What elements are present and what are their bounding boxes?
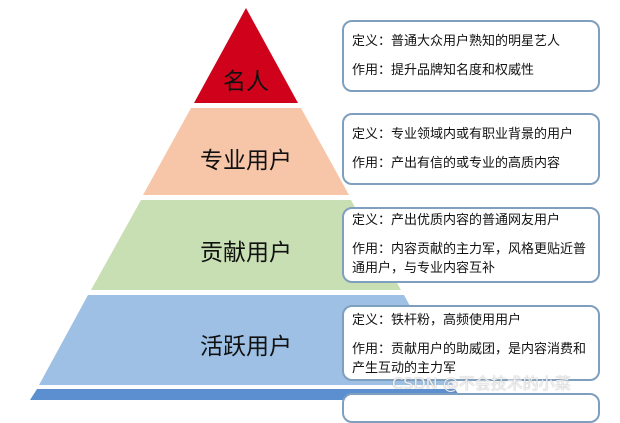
level-label-professional: 专业用户 (200, 148, 292, 174)
description-box-professional: 定义：专业领域内或有职业背景的用户 作用：产出有信的或专业的高质内容 (342, 113, 600, 185)
description-box-celebrity: 定义：普通大众用户熟知的明星艺人 作用：提升品牌知名度和权威性 (342, 20, 600, 92)
role-text: 作用：产出有信的或专业的高质内容 (352, 156, 561, 171)
role-text: 作用：贡献用户的助威团，是内容消费和产生互动的主力军 (352, 342, 587, 376)
definition-text: 定义：普通大众用户熟知的明星艺人 (352, 34, 561, 49)
pyramid-level-contributor (91, 200, 401, 290)
watermark: CSDN @不会技术的小菜 (392, 374, 571, 393)
description-box-contributor: 定义：产出优质内容的普通网友用户 作用：内容贡献的主力军，风格更贴近普通用户，与… (342, 207, 600, 283)
definition-text: 定义：专业领域内或有职业背景的用户 (352, 127, 574, 142)
definition-text: 定义：铁杆粉，高频使用用户 (352, 313, 522, 328)
level-label-contributor: 贡献用户 (200, 240, 292, 266)
role-text: 作用：提升品牌知名度和权威性 (352, 63, 535, 78)
level-label-celebrity: 名人 (223, 69, 269, 95)
level-label-active: 活跃用户 (200, 334, 292, 360)
pyramid-level-professional (143, 108, 349, 195)
definition-text: 定义：产出优质内容的普通网友用户 (352, 213, 561, 228)
description-box-base (342, 393, 600, 423)
pyramid-level-celebrity (194, 8, 298, 103)
description-box-active: 定义：铁杆粉，高频使用用户 作用：贡献用户的助威团，是内容消费和产生互动的主力军 (342, 305, 600, 381)
role-text: 作用：内容贡献的主力军，风格更贴近普通用户，与专业内容互补 (352, 242, 587, 276)
